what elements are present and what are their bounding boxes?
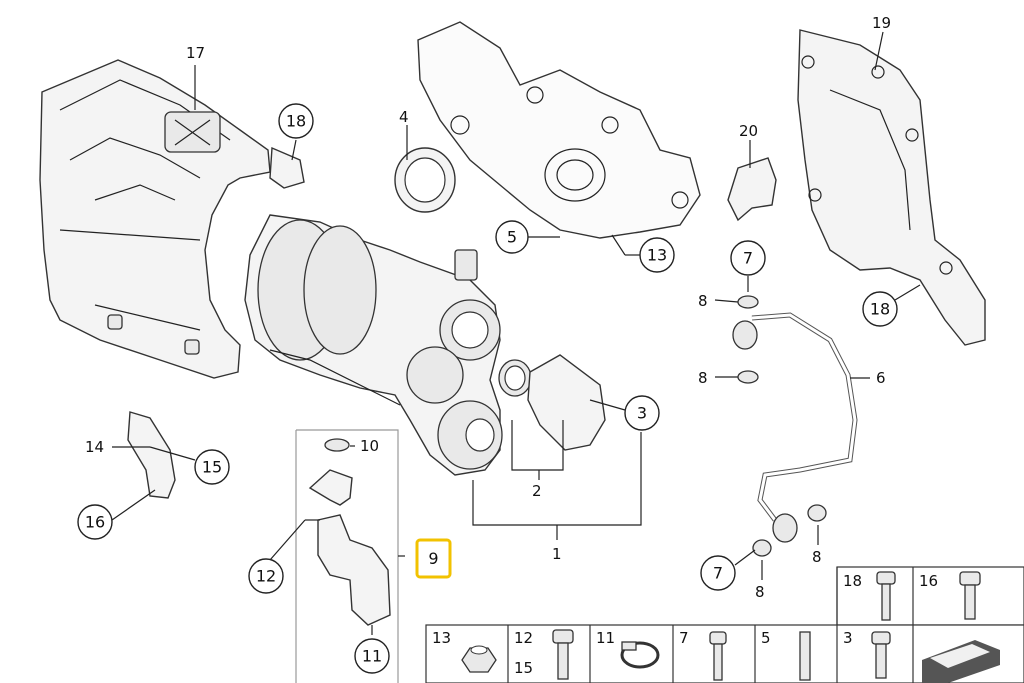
callout-3: 3 [624,395,660,431]
svg-text:3: 3 [637,404,647,423]
heat-shield-right-part [797,29,986,346]
callout-6: 6 [876,369,886,387]
callout-1: 1 [552,545,562,563]
turbocharger-part [244,214,503,476]
callout-14: 14 [85,438,104,456]
oil-line-part [732,312,858,543]
svg-text:9: 9 [428,549,438,568]
bolt-icon-12 [552,629,574,680]
callout-13: 13 [639,237,675,273]
leader-lines [111,31,921,635]
nut-icon-13 [461,645,497,673]
hose-clamp-icon-11 [620,641,660,669]
legend-label-13: 13 [432,629,451,647]
exhaust-manifold-part [417,21,701,239]
legend-label-18: 18 [843,572,862,590]
heat-shield-part [39,59,271,379]
o-ring-part [324,438,350,452]
callout-7-top: 7 [730,240,766,276]
arrow-icon [922,640,1000,683]
washer-part [807,504,827,522]
legend-label-12: 12 [514,629,533,647]
stud-icon-5 [799,631,811,681]
bolt-icon-7 [709,631,727,681]
wastegate-actuator-part [498,354,606,451]
callout-12: 12 [248,558,284,594]
svg-text:5: 5 [507,228,517,247]
legend-label-3: 3 [843,629,853,647]
callout-8-mid: 8 [698,369,708,387]
flange-bolt-icon-16 [959,571,981,620]
bracket-part-14 [127,411,176,499]
bracket-part-18 [269,146,305,189]
callout-17: 17 [186,44,205,62]
washer-part [737,295,759,309]
pipe-group-box [295,429,399,683]
bolt-icon-18 [876,571,896,621]
callout-11: 11 [354,638,390,674]
svg-text:11: 11 [362,647,382,666]
callout-7-bottom: 7 [700,555,736,591]
bolt-icon-3 [871,631,891,679]
callout-4: 4 [399,108,409,126]
callout-8-right: 8 [812,548,822,566]
legend-label-7: 7 [679,629,689,647]
callout-8-bottom: 8 [755,583,765,601]
bracket-part-20 [727,157,777,222]
legend-label-11: 11 [596,629,615,647]
washer-part [737,370,759,384]
svg-text:7: 7 [713,564,723,583]
callout-5: 5 [495,220,529,254]
gasket-ring-part [394,147,456,213]
svg-text:18: 18 [870,300,890,319]
legend-label-5: 5 [761,629,771,647]
svg-text:18: 18 [286,112,306,131]
svg-text:16: 16 [85,513,105,532]
svg-text:7: 7 [743,249,753,268]
washer-part [752,539,772,557]
callout-10: 10 [360,437,379,455]
legend-label-15: 15 [514,659,533,677]
callout-2: 2 [532,482,542,500]
callout-8-top: 8 [698,292,708,310]
callout-16: 16 [77,504,113,540]
callout-18-top: 18 [278,103,314,139]
callout-19: 19 [872,14,891,32]
callout-20: 20 [739,122,758,140]
callout-15: 15 [194,449,230,485]
svg-text:15: 15 [202,458,222,477]
svg-text:12: 12 [256,567,276,586]
legend-label-16: 16 [919,572,938,590]
callout-18-right: 18 [862,291,898,327]
oil-return-pipe-part [308,469,391,626]
svg-text:13: 13 [647,246,667,265]
callout-9-highlighted[interactable]: 9 [415,538,452,579]
